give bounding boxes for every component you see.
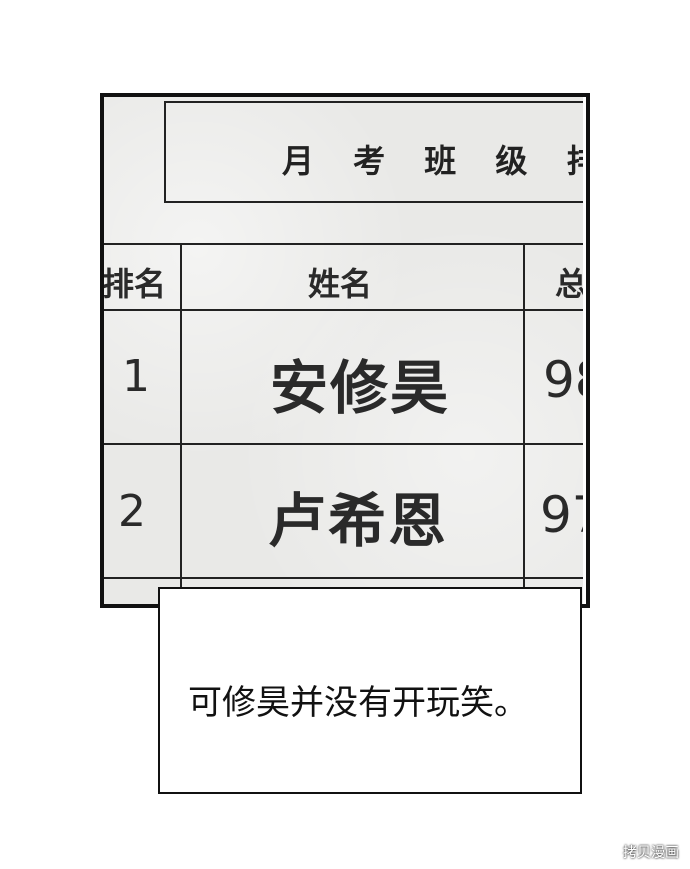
header-name: 姓名 [308, 265, 373, 303]
row2-name: 卢希恩 [268, 487, 449, 555]
table-line-header-bottom [104, 309, 586, 311]
ranking-sheet-panel: 月 考 班 级 排 名 排名 姓名 总 1 安修昊 98 2 卢希恩 97 [100, 93, 590, 608]
header-rank: 排名 [102, 265, 167, 303]
table-col-divider-2 [523, 243, 525, 604]
caption-text: 可修昊并没有开玩笑。 [188, 683, 528, 723]
row1-rank: 1 [122, 351, 150, 402]
table-col-divider-1 [180, 243, 182, 604]
row2-score-partial: 97 [540, 486, 586, 544]
row2-rank: 2 [118, 486, 146, 537]
table-line-top [104, 243, 586, 245]
title-box: 月 考 班 级 排 名 [164, 101, 586, 203]
caption-box: 可修昊并没有开玩笑。 [158, 587, 582, 794]
row1-score-partial: 98 [543, 351, 586, 409]
watermark: 拷贝漫画 [623, 845, 679, 861]
sheet-title: 月 考 班 级 排 名 [282, 142, 586, 180]
row1-name: 安修昊 [270, 354, 451, 422]
header-total-partial: 总 [555, 265, 588, 303]
paper-background: 月 考 班 级 排 名 排名 姓名 总 1 安修昊 98 2 卢希恩 97 [102, 97, 588, 604]
table-line-row1-bottom [104, 443, 586, 445]
table-line-row2-bottom [104, 577, 586, 579]
paper-torn-edge [583, 97, 586, 604]
